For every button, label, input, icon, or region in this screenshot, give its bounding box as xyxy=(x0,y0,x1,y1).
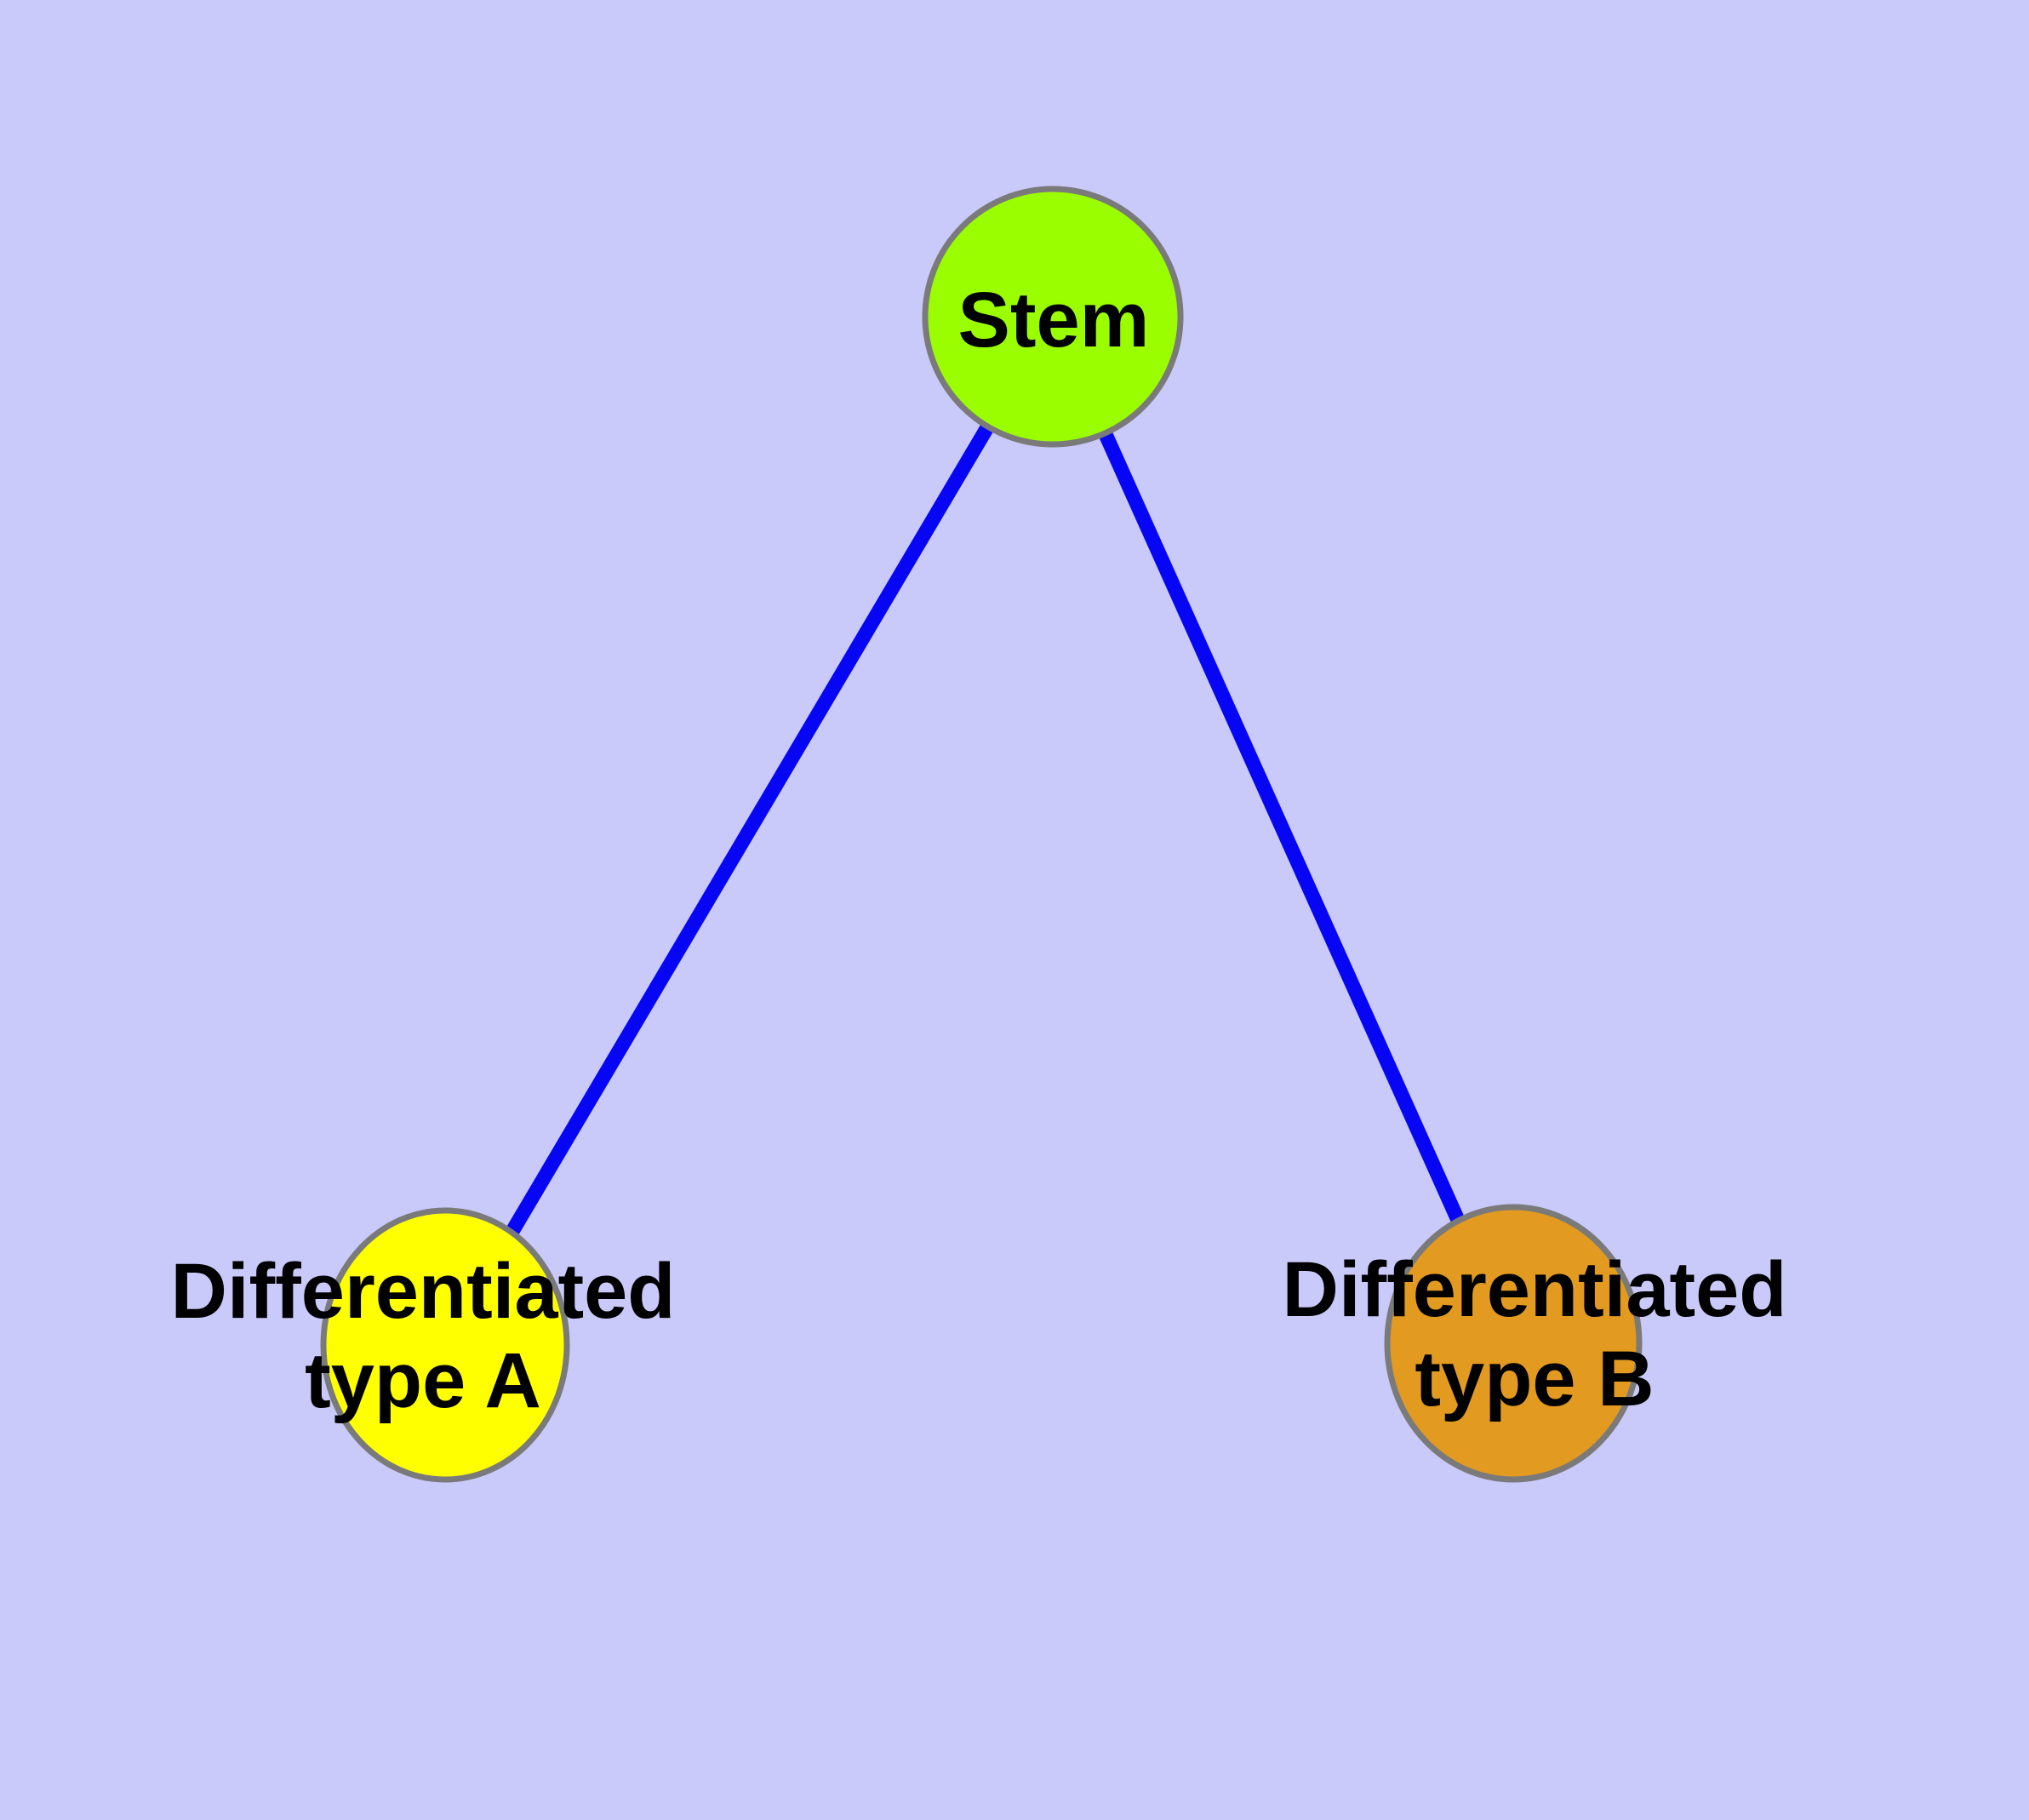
node-differentiated-type-a: Differentiated type A xyxy=(171,1207,676,1483)
edge-group xyxy=(438,312,1520,1349)
node-stem-label: Stem xyxy=(958,277,1150,363)
node-type-a-circle xyxy=(320,1207,570,1483)
edge-stem-to-type-a xyxy=(438,312,1060,1349)
node-type-b-label-line2: type B xyxy=(1415,1336,1654,1422)
node-stem-circle xyxy=(922,186,1184,448)
node-stem: Stem xyxy=(922,186,1184,448)
node-type-a-label-line2: type A xyxy=(305,1337,541,1424)
edge-stem-to-type-b xyxy=(1046,313,1520,1347)
node-type-a-label-line1: Differentiated xyxy=(171,1248,676,1335)
node-differentiated-type-b: Differentiated type B xyxy=(1283,1204,1787,1483)
node-type-b-circle xyxy=(1384,1204,1643,1483)
node-type-b-label-line1: Differentiated xyxy=(1283,1246,1787,1333)
